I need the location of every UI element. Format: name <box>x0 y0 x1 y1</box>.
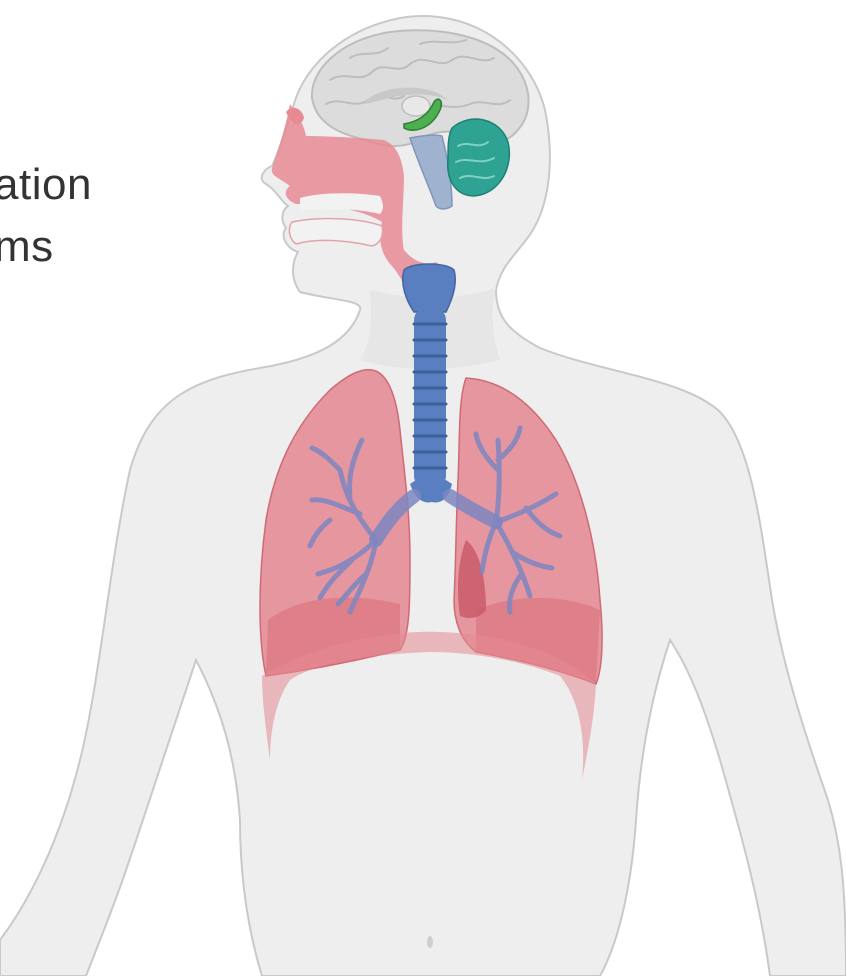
trachea-tube <box>414 308 446 488</box>
larynx <box>403 264 456 312</box>
navel <box>427 936 433 948</box>
